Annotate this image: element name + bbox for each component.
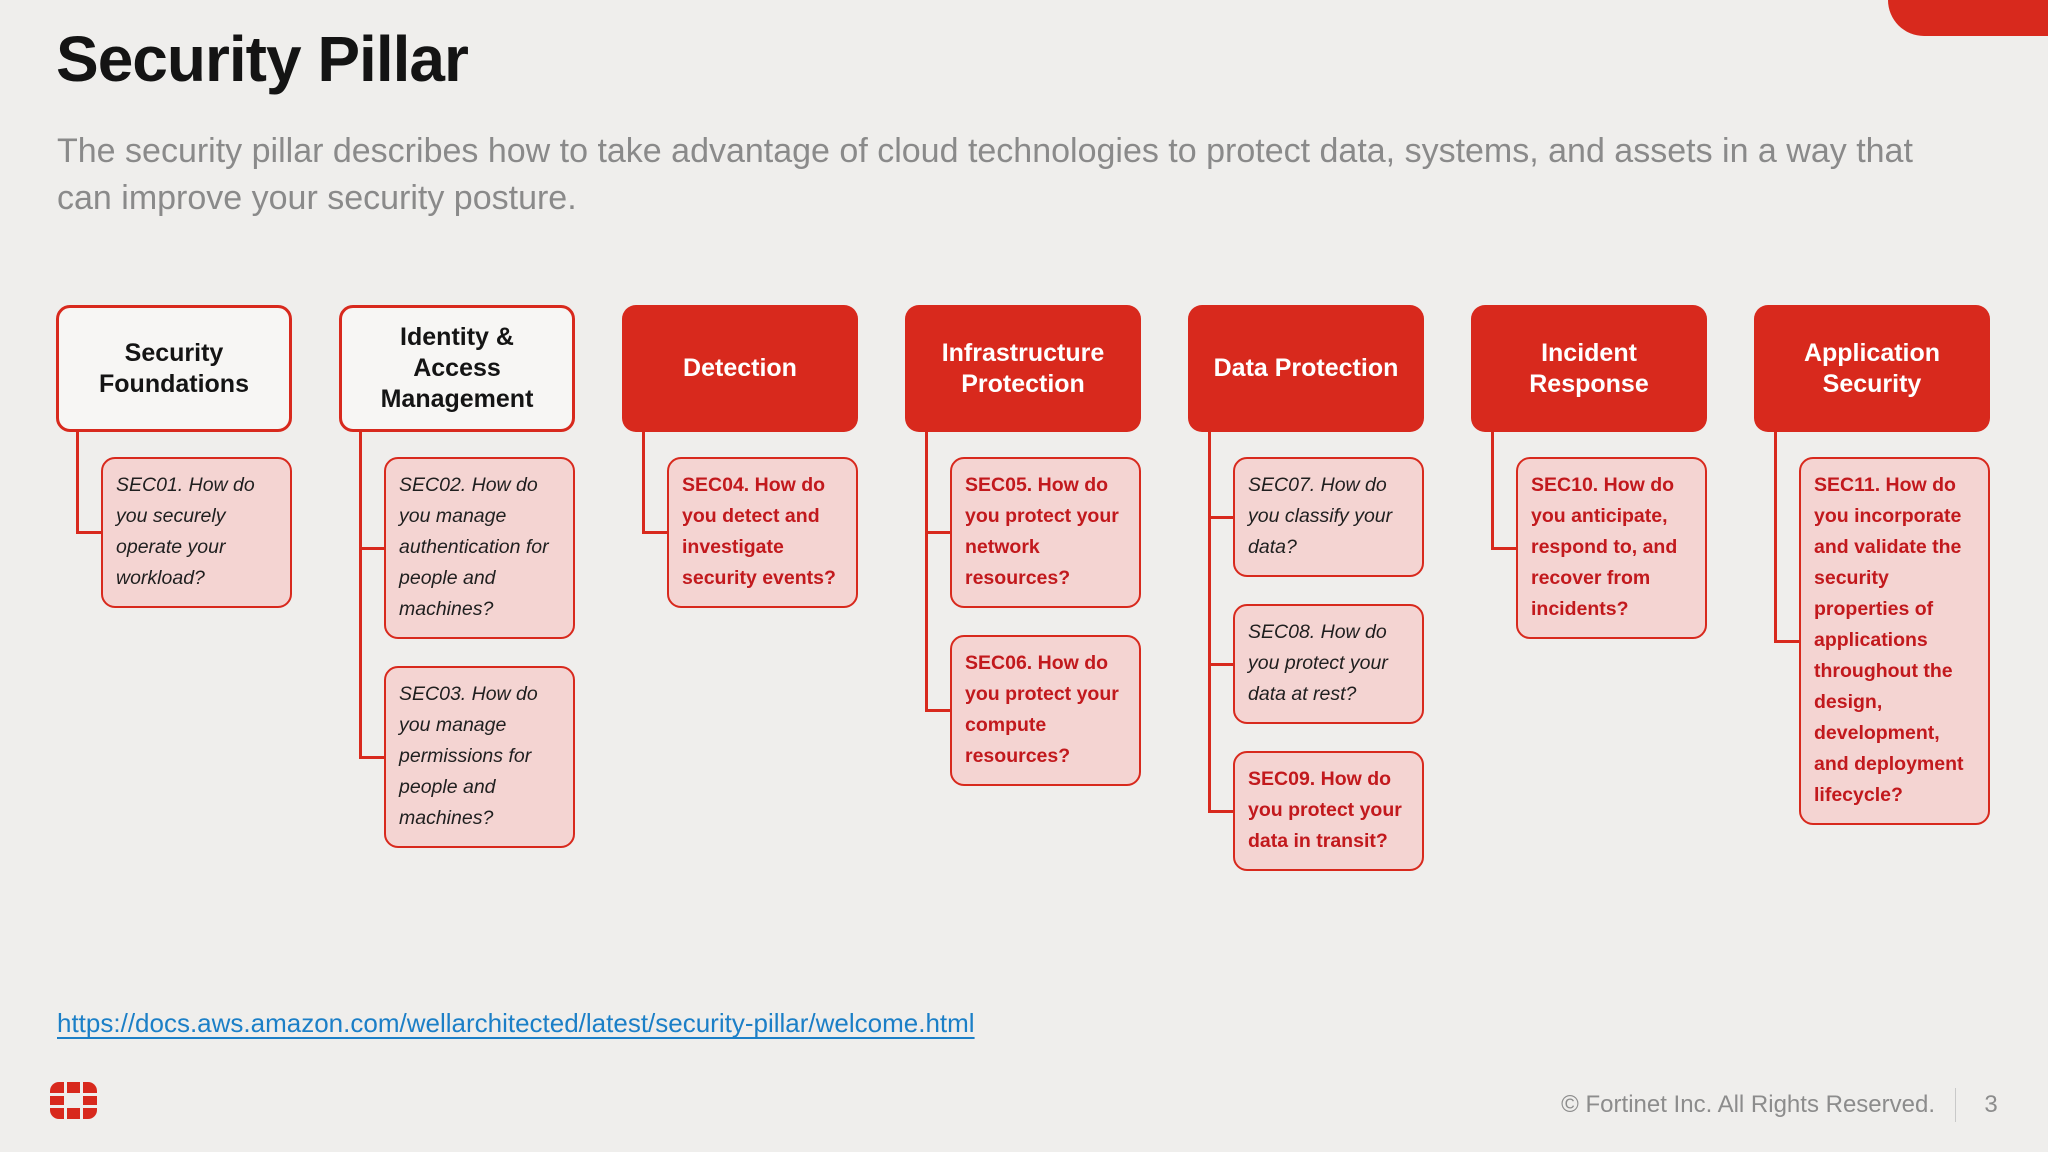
question-box-sec02: SEC02. How do you manage authentication …	[384, 457, 575, 639]
pillar-header-detection: Detection	[622, 305, 858, 432]
connector-elbow-line	[76, 531, 103, 534]
pillar-column-identity-access-management: Identity & Access Management SEC02. How …	[339, 305, 575, 871]
footer-divider	[1955, 1088, 1956, 1122]
question-box-sec10: SEC10. How do you anticipate, respond to…	[1516, 457, 1707, 639]
question-box-sec08: SEC08. How do you protect your data at r…	[1233, 604, 1424, 724]
question-box-sec04: SEC04. How do you detect and investigate…	[667, 457, 858, 608]
pillar-column-infrastructure-protection: Infrastructure Protection SEC05. How do …	[905, 305, 1141, 871]
connector-vertical-line	[76, 430, 79, 534]
connector-elbow-line	[359, 546, 386, 550]
pillar-column-incident-response: Incident Response SEC10. How do you anti…	[1471, 305, 1707, 871]
connector-elbow-line	[1208, 515, 1235, 519]
pillar-column-data-protection: Data Protection SEC07. How do you classi…	[1188, 305, 1424, 871]
pillar-header-security-foundations: Security Foundations	[56, 305, 292, 432]
connector-elbow-line	[925, 531, 952, 534]
security-pillar-diagram: Security Foundations SEC01. How do you s…	[56, 305, 1990, 871]
pillar-header-identity-access-management: Identity & Access Management	[339, 305, 575, 432]
connector-vertical-line	[359, 430, 362, 759]
connector-vertical-line	[925, 430, 928, 712]
question-box-sec09: SEC09. How do you protect your data in t…	[1233, 751, 1424, 871]
pillar-header-infrastructure-protection: Infrastructure Protection	[905, 305, 1141, 432]
connector-vertical-line	[1491, 430, 1494, 550]
question-box-sec05: SEC05. How do you protect your network r…	[950, 457, 1141, 608]
pillar-header-application-security: Application Security	[1754, 305, 1990, 432]
slide-footer: © Fortinet Inc. All Rights Reserved. 3	[1561, 1088, 2006, 1122]
connector-elbow-line	[1208, 809, 1235, 813]
pillar-column-detection: Detection SEC04. How do you detect and i…	[622, 305, 858, 871]
slide-subtitle: The security pillar describes how to tak…	[57, 132, 1913, 217]
pillar-column-application-security: Application Security SEC11. How do you i…	[1754, 305, 1990, 871]
page-number: 3	[1984, 1091, 1998, 1118]
question-box-sec11: SEC11. How do you incorporate and valida…	[1799, 457, 1990, 825]
connector-elbow-line	[642, 531, 669, 534]
connector-vertical-line	[1208, 430, 1211, 813]
page-title: Security Pillar	[56, 23, 469, 95]
pillar-column-security-foundations: Security Foundations SEC01. How do you s…	[56, 305, 292, 871]
connector-elbow-line	[359, 755, 386, 759]
connector-elbow-line	[925, 709, 952, 712]
connector-elbow-line	[1774, 639, 1801, 643]
connector-vertical-line	[642, 430, 645, 534]
pillar-header-incident-response: Incident Response	[1471, 305, 1707, 432]
question-box-sec07: SEC07. How do you classify your data?	[1233, 457, 1424, 577]
copyright-text: © Fortinet Inc. All Rights Reserved.	[1561, 1091, 1935, 1118]
connector-elbow-line	[1491, 546, 1518, 550]
aws-doc-link[interactable]: https://docs.aws.amazon.com/wellarchitec…	[57, 1008, 975, 1038]
fortinet-logo-icon	[50, 1082, 97, 1119]
corner-accent-shape	[1888, 0, 2048, 36]
question-box-sec06: SEC06. How do you protect your compute r…	[950, 635, 1141, 786]
pillar-header-data-protection: Data Protection	[1188, 305, 1424, 432]
question-box-sec03: SEC03. How do you manage permissions for…	[384, 666, 575, 848]
question-box-sec01: SEC01. How do you securely operate your …	[101, 457, 292, 608]
connector-elbow-line	[1208, 662, 1235, 666]
connector-vertical-line	[1774, 430, 1777, 643]
